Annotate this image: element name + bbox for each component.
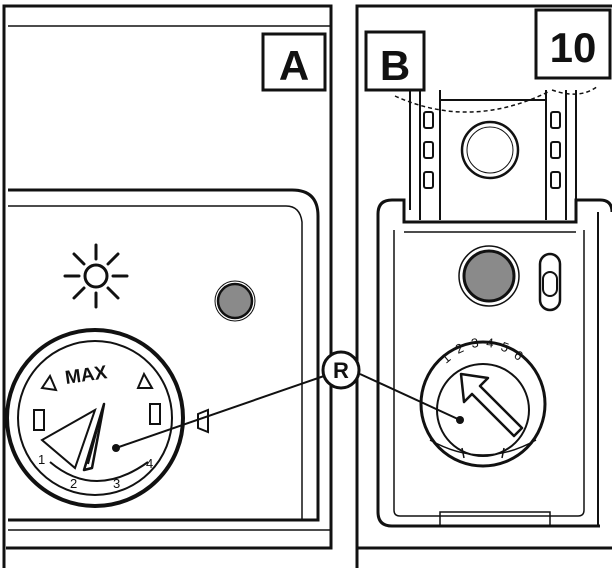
sun-icon <box>63 243 129 309</box>
rinse-aid-dial-a[interactable]: MAX 1 2 3 4 <box>5 328 185 508</box>
dial-b-scale-5: 5 <box>499 339 511 356</box>
panel-b: 1 2 3 4 5 6 B 10 <box>355 4 612 568</box>
dial-b-scale-4: 4 <box>486 335 495 351</box>
indicator-lamp-icon <box>462 249 516 303</box>
panel-b-housing-bottom-tab <box>439 511 551 526</box>
panel-b-bracket-hole-inner <box>466 126 514 174</box>
panel-a-frame <box>2 4 333 568</box>
indicator-lamp-rim <box>214 280 256 322</box>
dial-a-triangle-left <box>40 373 58 392</box>
dial-b-arrow-icon <box>459 372 524 438</box>
dial-a-scale-2: 2 <box>70 476 77 491</box>
panel-b-housing-inner <box>393 230 585 517</box>
panel-b-bracket-slots-left <box>423 111 434 189</box>
panel-b-bracket <box>409 90 577 220</box>
callout-leader-dot-b <box>456 416 464 424</box>
panel-b-bracket-hole <box>460 120 520 180</box>
dial-a-scale-arc <box>49 461 149 482</box>
panel-b-bracket-slots-right <box>550 111 561 189</box>
dial-a-inner-ring <box>17 340 173 496</box>
panel-a-dispenser-housing <box>8 188 320 522</box>
panel-b-label-box <box>364 30 426 92</box>
dial-a-notch-right <box>149 403 161 425</box>
figure-number-box <box>534 8 612 80</box>
dial-a-triangle-right <box>136 371 154 389</box>
dial-a-scale-3: 3 <box>113 476 120 491</box>
dial-a-pointer-sector <box>40 407 97 470</box>
callout-leader-b <box>359 373 461 421</box>
indicator-lamp-icon <box>216 282 254 320</box>
callout-leader-a <box>115 375 325 449</box>
dial-a-side-marker <box>197 408 209 434</box>
panel-a-label: A <box>279 42 309 89</box>
panel-b-label: B <box>380 42 410 89</box>
dial-a-scale-1: 1 <box>38 452 45 467</box>
callout-r-label: R <box>333 358 349 383</box>
panel-b-bracket-dashed-right <box>551 85 599 95</box>
panel-a: MAX 1 2 3 4 A <box>2 4 333 568</box>
dial-b-scale-3: 3 <box>470 335 480 351</box>
callout-r: R <box>112 350 464 452</box>
panel-b-bracket-dashed <box>394 91 549 113</box>
dial-b-ticks <box>461 447 505 459</box>
rinse-aid-dial-b[interactable]: 1 2 3 4 5 6 <box>419 335 547 468</box>
slot-switch-knob <box>542 271 558 297</box>
dial-a-arrow-shaft <box>87 417 101 465</box>
dial-a-notch-left <box>33 409 45 431</box>
dial-a-scale-4: 4 <box>146 456 153 471</box>
callout-leader-dot-a <box>112 444 120 452</box>
panel-a-label-box <box>261 32 327 92</box>
callout-r-circle <box>321 350 361 390</box>
dial-b-base <box>429 439 537 456</box>
figure-number: 10 <box>550 24 597 71</box>
indicator-lamp-rim <box>458 245 520 307</box>
panel-a-housing-inner <box>8 205 303 520</box>
